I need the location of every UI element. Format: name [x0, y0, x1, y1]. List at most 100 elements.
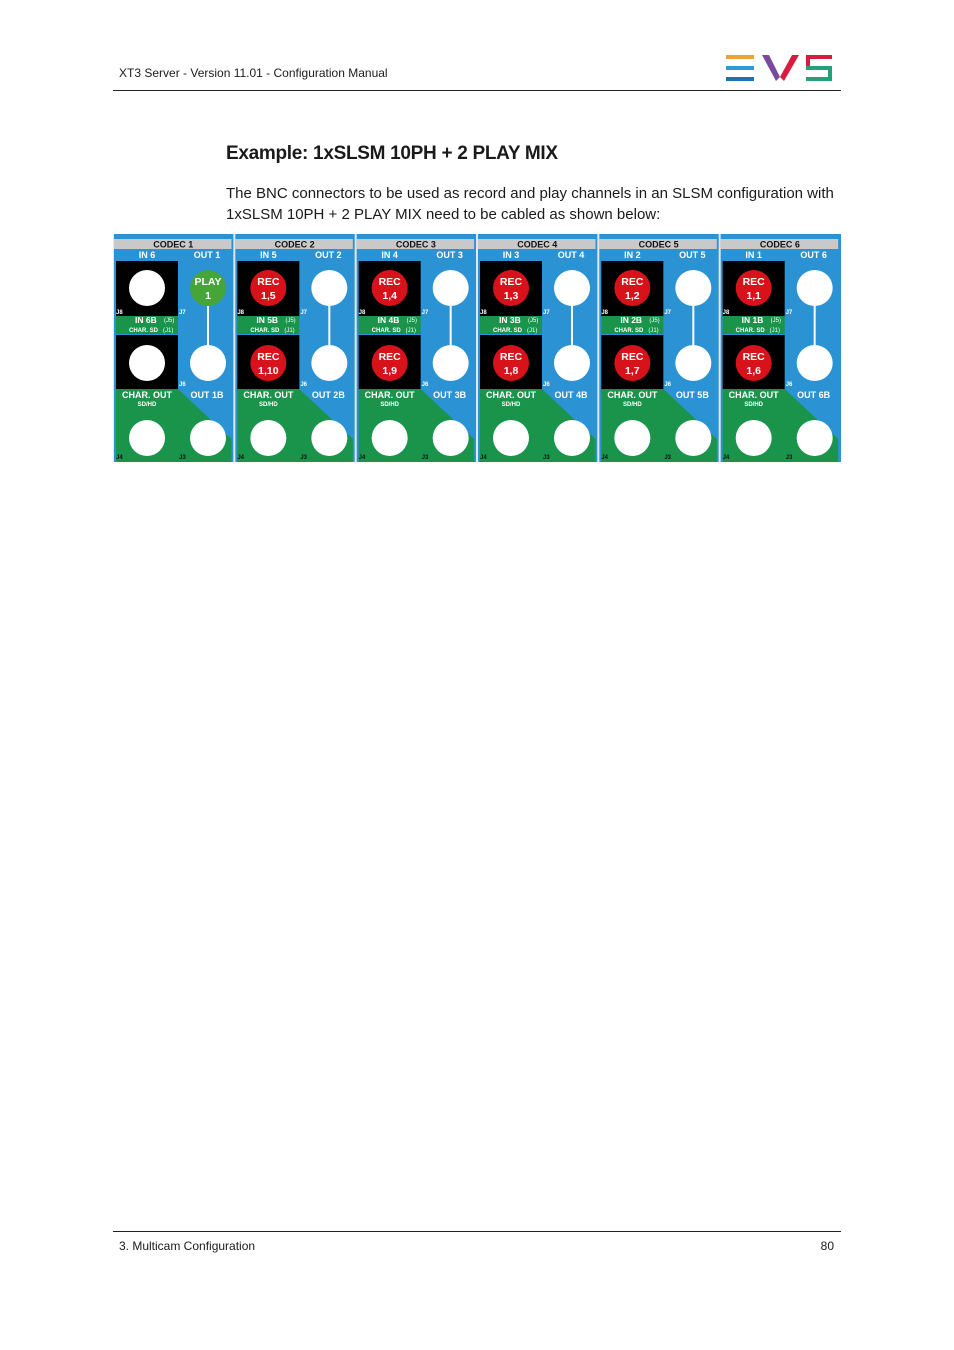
- j1-label: (J1): [406, 328, 416, 334]
- j4-connector: [614, 420, 651, 456]
- j4-connector: [735, 420, 772, 456]
- out-connector: [432, 270, 469, 306]
- j3-connector: [432, 420, 469, 456]
- rec-badge-bottom-line2: 1,8: [504, 365, 519, 377]
- j4-label: J4: [601, 455, 608, 461]
- j5-label: (J5): [164, 318, 174, 324]
- j5-label: (J5): [649, 318, 659, 324]
- rec-badge-top-line2: 1,3: [504, 290, 519, 302]
- char-out-label: CHAR. OUT: [486, 390, 536, 400]
- j3-connector: [796, 420, 833, 456]
- rec-badge-bottom-circle: [735, 345, 772, 381]
- j3-connector: [190, 420, 226, 456]
- outb-connector: [554, 345, 590, 381]
- j4-connector: [493, 420, 529, 456]
- codec-name: CODEC 5: [639, 240, 679, 250]
- outb-label: OUT 2B: [312, 390, 346, 400]
- link-line: [692, 306, 695, 346]
- link-line: [328, 306, 331, 346]
- link-line: [449, 306, 452, 346]
- out-label: OUT 4: [558, 250, 585, 260]
- sd-hd-label: SD/HD: [380, 402, 399, 408]
- j7-label: J7: [786, 310, 793, 316]
- char-sd-label: CHAR. SD: [736, 328, 766, 334]
- rec-badge-bottom-circle: [614, 345, 651, 381]
- logo-s-left: [806, 55, 810, 68]
- j6-label: J6: [179, 382, 186, 388]
- logo-v-right: [780, 55, 799, 81]
- j8-label: J8: [116, 310, 123, 316]
- char-out-label: CHAR. OUT: [365, 390, 415, 400]
- j3-connector: [311, 420, 348, 456]
- link-line: [813, 306, 816, 346]
- rec-badge-top-line2: 1,4: [382, 290, 397, 302]
- char-out-label: CHAR. OUT: [243, 390, 293, 400]
- section-title: Example: 1xSLSM 10PH + 2 PLAY MIX: [226, 143, 558, 164]
- j3-connector: [675, 420, 712, 456]
- inb-connector: [129, 345, 165, 381]
- codec-divider: [233, 234, 236, 462]
- codec-header-bg: [599, 239, 717, 249]
- evs-logo: [726, 55, 832, 81]
- in-connector: [129, 270, 165, 306]
- rec-badge-bottom-line1: REC: [257, 351, 280, 363]
- j1-label: (J1): [163, 328, 173, 334]
- sd-hd-label: SD/HD: [623, 402, 642, 408]
- j6-label: J6: [786, 382, 793, 388]
- codec-divider: [113, 234, 114, 462]
- j4-connector: [371, 420, 408, 456]
- codec-name: CODEC 4: [517, 240, 557, 250]
- link-line: [571, 306, 573, 346]
- rec-badge-top-line1: REC: [500, 276, 523, 288]
- j3-label: J3: [664, 455, 671, 461]
- in-label: IN 1: [745, 250, 762, 260]
- char-sd-label: CHAR. SD: [614, 328, 644, 334]
- codec-header-bg: [720, 239, 839, 249]
- j8-label: J8: [480, 310, 487, 316]
- logo-bar-darkblue: [726, 77, 754, 81]
- char-out-label: CHAR. OUT: [607, 390, 657, 400]
- codec-header-bg: [356, 239, 475, 249]
- j1-label: (J1): [648, 328, 658, 334]
- rec-badge-top-circle: [493, 270, 529, 306]
- rec-badge-bottom-line1: REC: [500, 351, 523, 363]
- outb-connector: [190, 345, 226, 381]
- j4-label: J4: [116, 455, 123, 461]
- j8-label: J8: [601, 310, 608, 316]
- j3-connector: [554, 420, 590, 456]
- j1-label: (J1): [527, 328, 537, 334]
- j4-connector: [129, 420, 165, 456]
- rec-badge-bottom-circle: [371, 345, 408, 381]
- inb-band: [722, 316, 785, 334]
- char-out-label: CHAR. OUT: [729, 390, 779, 400]
- header-rule: [113, 90, 841, 91]
- in-label: IN 2: [624, 250, 641, 260]
- inb-label: IN 2B: [620, 315, 642, 325]
- sd-hd-label: SD/HD: [259, 402, 278, 408]
- logo-s-right: [828, 66, 832, 81]
- rec-badge-top-line2: 1,5: [261, 290, 276, 302]
- inb-label: IN 3B: [499, 315, 521, 325]
- inb-label: IN 6B: [135, 315, 157, 325]
- logo-bar-orange: [726, 55, 754, 59]
- codec-header-bg: [114, 239, 232, 249]
- j7-label: J7: [543, 310, 550, 316]
- char-sd-label: CHAR. SD: [493, 328, 523, 334]
- j6-label: J6: [422, 382, 429, 388]
- rec-badge-top-circle: [371, 270, 408, 306]
- rec-badge-bottom-line1: REC: [379, 351, 402, 363]
- codec-divider: [597, 234, 600, 462]
- rec-badge-top-line1: REC: [379, 276, 402, 288]
- char-sd-label: CHAR. SD: [250, 328, 280, 334]
- j1-label: (J1): [770, 328, 780, 334]
- out-connector: [675, 270, 712, 306]
- codec-name: CODEC 2: [275, 240, 315, 250]
- rec-badge-bottom-line2: 1,6: [746, 365, 761, 377]
- outb-label: OUT 4B: [554, 390, 588, 400]
- out-label: OUT 2: [315, 250, 342, 260]
- rec-badge-bottom-line2: 1,7: [625, 365, 640, 377]
- sd-hd-label: SD/HD: [138, 402, 157, 408]
